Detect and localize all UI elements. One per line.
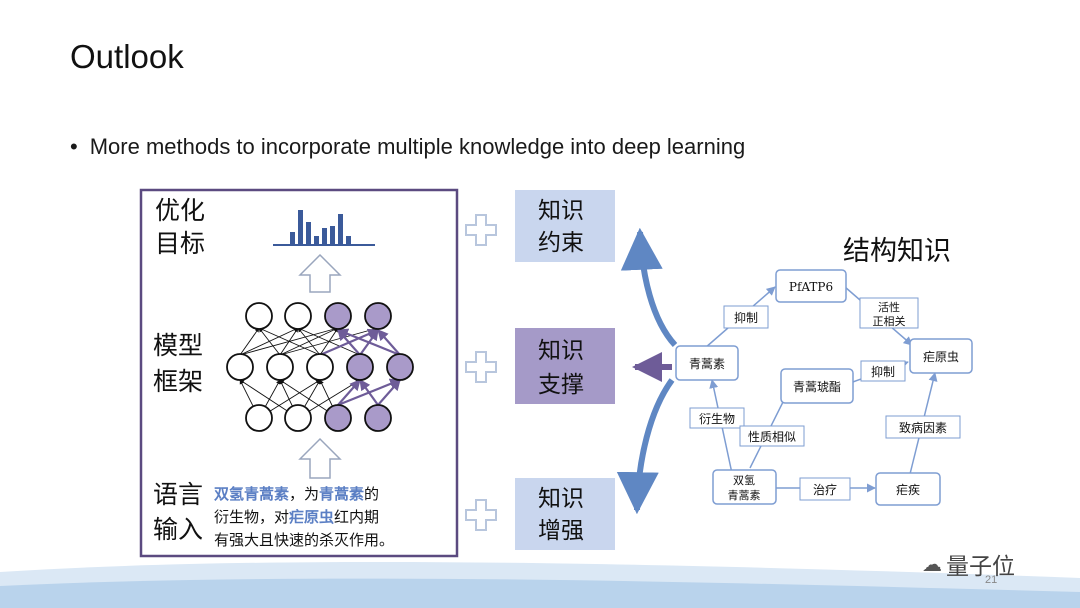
wechat-icon: ☁: [922, 552, 942, 576]
edge-label: 抑制: [723, 305, 769, 329]
edge-label: 活性 正相关: [859, 297, 919, 329]
up-arrow-bottom: [298, 437, 342, 479]
graph-node-pfatp6: PfATP6: [775, 269, 847, 303]
knowledge-enhance-box: [515, 478, 615, 550]
input-sentence-line2: 衍生物，对疟原虫红内期: [214, 508, 379, 526]
graph-node-dihydroartemisinin: 双氢 青蒿素: [712, 469, 777, 505]
term-plasmodium: 疟原虫: [289, 508, 334, 526]
knowledge-enhance-line2: 增强: [538, 518, 584, 544]
input-sentence-line1: 双氢青蒿素，为青蒿素的: [214, 485, 379, 503]
plus-icon: [465, 214, 497, 246]
input-label-line1: 语言: [153, 480, 203, 509]
svg-text:青蒿琥酯: 青蒿琥酯: [793, 380, 841, 394]
watermark: ☁ 量子位: [922, 547, 1015, 581]
svg-text:疟疾: 疟疾: [896, 482, 920, 497]
edge-label: 治疗: [799, 477, 851, 501]
graph-title: 结构知识: [843, 236, 951, 267]
svg-text:性质相似: 性质相似: [748, 430, 796, 444]
graph-node-artemisinin: 青蒿素: [675, 345, 739, 381]
neural-network: [226, 302, 414, 432]
svg-text:正相关: 正相关: [873, 314, 906, 328]
graph-node-artesunate: 青蒿琥酯: [780, 368, 854, 404]
knowledge-support-line2: 支撑: [538, 372, 584, 398]
edge-label: 致病因素: [885, 415, 961, 439]
knowledge-constraint-line2: 约束: [538, 230, 584, 256]
knowledge-constraint-line1: 知识: [538, 198, 584, 224]
svg-text:青蒿素: 青蒿素: [728, 489, 761, 502]
bullet-dot: •: [70, 134, 78, 159]
graph-node-plasmodium: 疟原虫: [909, 338, 973, 374]
svg-text:PfATP6: PfATP6: [789, 280, 833, 294]
svg-text:衍生物: 衍生物: [699, 412, 735, 426]
input-sentence-line3: 有强大且快速的杀灭作用。: [214, 531, 394, 549]
edge-label: 性质相似: [739, 425, 805, 447]
model-label-line2: 框架: [153, 367, 203, 396]
knowledge-constraint-box: [515, 190, 615, 262]
watermark-text: 量子位: [946, 554, 1015, 580]
svg-text:抑制: 抑制: [734, 310, 758, 325]
svg-text:抑制: 抑制: [871, 364, 895, 379]
opt-label-line2: 目标: [155, 229, 205, 258]
up-arrow-top: [298, 253, 342, 293]
page-number: 21: [985, 574, 998, 586]
svg-text:青蒿素: 青蒿素: [689, 357, 725, 371]
opt-label-line1: 优化: [155, 196, 205, 225]
svg-text:双氢: 双氢: [733, 473, 755, 487]
plus-icon: [465, 499, 497, 531]
arrow-to-enhance: [616, 378, 675, 515]
bottom-wave-decoration: [0, 561, 1080, 608]
svg-text:治疗: 治疗: [813, 483, 837, 497]
edge-label: 衍生物: [689, 407, 745, 429]
term-dihydroartemisinin: 双氢青蒿素: [214, 485, 289, 503]
edge-label: 抑制: [860, 360, 906, 382]
svg-text:致病因素: 致病因素: [899, 420, 947, 435]
input-label-line2: 输入: [153, 515, 203, 544]
output-histogram-icon: [273, 210, 375, 246]
term-artemisinin: 青蒿素: [319, 485, 364, 503]
arrow-to-constraint: [620, 227, 678, 348]
knowledge-support-line1: 知识: [538, 338, 584, 364]
bullet-text: More methods to incorporate multiple kno…: [89, 134, 746, 159]
bullet-item: • More methods to incorporate multiple kn…: [70, 134, 745, 160]
plus-icon: [465, 351, 497, 383]
knowledge-enhance-line1: 知识: [538, 486, 584, 512]
graph-node-malaria: 疟疾: [875, 472, 941, 506]
knowledge-support-box: [515, 328, 615, 404]
svg-text:活性: 活性: [878, 300, 900, 314]
slide-title: Outlook: [70, 38, 184, 75]
model-label-line1: 模型: [153, 331, 203, 360]
svg-text:疟原虫: 疟原虫: [923, 349, 959, 364]
